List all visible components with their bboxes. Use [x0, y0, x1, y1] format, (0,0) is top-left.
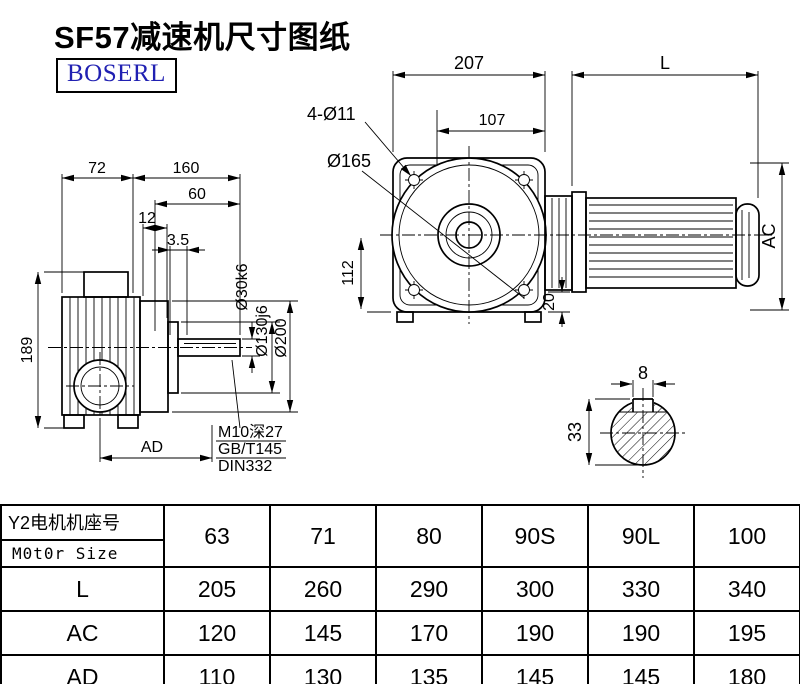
- bolt-hole: [518, 174, 530, 186]
- dim-189: 189: [19, 337, 36, 364]
- dim-value-cell: 195: [693, 610, 800, 656]
- brand-logo: BOSERL: [56, 58, 177, 93]
- technical-drawing: 72 160 60 12 3.5 189 Ø30k6 Ø130j6 Ø200 A…: [19, 53, 789, 478]
- size-header: 90L: [587, 504, 695, 568]
- dim-72: 72: [88, 160, 106, 177]
- output-flange-edge: [139, 300, 169, 413]
- size-header: 90S: [481, 504, 589, 568]
- brand-logo-text: BOSERL: [67, 60, 166, 87]
- dim-l: L: [660, 53, 670, 73]
- foot-left: [63, 414, 85, 429]
- note-m10: M10深27: [218, 423, 283, 441]
- dim-3-5: 3.5: [167, 232, 189, 249]
- dim-12: 12: [138, 210, 156, 227]
- size-header: 63: [163, 504, 271, 568]
- dim-112: 112: [340, 260, 357, 286]
- motor-body: [585, 197, 737, 289]
- foot-right: [117, 414, 139, 429]
- dim-60: 60: [188, 186, 206, 203]
- motor-size-header-cn: Y2电机机座号: [2, 506, 163, 541]
- dim-value-cell: 130: [269, 654, 377, 684]
- dim-107: 107: [479, 112, 506, 129]
- bolt-hole: [518, 284, 530, 296]
- row-label-ad: AD: [0, 654, 165, 684]
- dia165-leader: [361, 170, 525, 299]
- motor-size-header-cell: Y2电机机座号 M0t0r Size: [0, 504, 165, 568]
- size-header: 100: [693, 504, 800, 568]
- dim-value-cell: 145: [481, 654, 589, 684]
- dim-33: 33: [565, 422, 585, 442]
- dim-value-cell: 120: [163, 610, 271, 656]
- shaft-section-view: 8 33: [565, 363, 686, 478]
- dim-ac: AC: [759, 223, 779, 248]
- table-header-row: Y2电机机座号 M0t0r Size 63 71 80 90S 90L 100: [0, 504, 800, 568]
- housing-foot-right: [524, 311, 542, 323]
- dim-value-cell: 190: [481, 610, 589, 656]
- dim-value-cell: 145: [269, 610, 377, 656]
- dim-value-cell: 260: [269, 566, 377, 612]
- note-din332: DIN332: [218, 458, 272, 475]
- dim-dia130j6: Ø130j6: [254, 305, 271, 357]
- dim-20: 20: [541, 293, 558, 311]
- dim-dia165: Ø165: [327, 151, 371, 171]
- dimension-table: Y2电机机座号 M0t0r Size 63 71 80 90S 90L 100 …: [0, 504, 800, 684]
- motor-endcap: [735, 203, 760, 287]
- dim-value-cell: 170: [375, 610, 483, 656]
- flange-spigot: [167, 321, 179, 394]
- dim-8: 8: [638, 363, 648, 383]
- cooling-fins: [69, 297, 135, 415]
- size-header: 71: [269, 504, 377, 568]
- dim-dia200: Ø200: [273, 318, 290, 357]
- page-title: SF57减速机尺寸图纸: [54, 20, 351, 55]
- motor-adapter: [544, 195, 573, 291]
- top-boss: [83, 271, 129, 298]
- size-header: 80: [375, 504, 483, 568]
- table-row-ac: AC 120 145 170 190 190 195: [0, 610, 800, 656]
- motor-size-header-en: M0t0r Size: [12, 544, 119, 563]
- motor-flange: [571, 191, 587, 293]
- dim-value-cell: 330: [587, 566, 695, 612]
- bolt-hole: [408, 284, 420, 296]
- side-view: [48, 271, 252, 429]
- dim-value-cell: 145: [587, 654, 695, 684]
- bolt-hole: [408, 174, 420, 186]
- table-row-l: L 205 260 290 300 330 340: [0, 566, 800, 612]
- side-view-dimensions: 72 160 60 12 3.5 189 Ø30k6 Ø130j6 Ø200 A…: [19, 160, 298, 475]
- dim-value-cell: 110: [163, 654, 271, 684]
- row-label-l: L: [0, 566, 165, 612]
- dim-value-cell: 190: [587, 610, 695, 656]
- dim-value-cell: 205: [163, 566, 271, 612]
- dim-ad: AD: [141, 439, 163, 456]
- housing-foot-left: [396, 311, 414, 323]
- dim-value-cell: 300: [481, 566, 589, 612]
- dim-value-cell: 135: [375, 654, 483, 684]
- dim-value-cell: 290: [375, 566, 483, 612]
- dim-207: 207: [454, 53, 484, 73]
- dim-4xd11: 4-Ø11: [307, 104, 356, 124]
- motor-fins: [589, 204, 733, 278]
- row-label-ac: AC: [0, 610, 165, 656]
- front-view: [361, 146, 772, 324]
- table-row-ad: AD 110 130 135 145 145 180: [0, 654, 800, 684]
- dim-160: 160: [173, 160, 200, 177]
- front-view-dimensions: 207 L 4-Ø11 107 Ø165 112 20 AC: [307, 53, 789, 327]
- dim-value-cell: 180: [693, 654, 800, 684]
- note-gbt145: GB/T145: [218, 441, 282, 458]
- dim-value-cell: 340: [693, 566, 800, 612]
- dim-dia30k6: Ø30k6: [234, 263, 251, 310]
